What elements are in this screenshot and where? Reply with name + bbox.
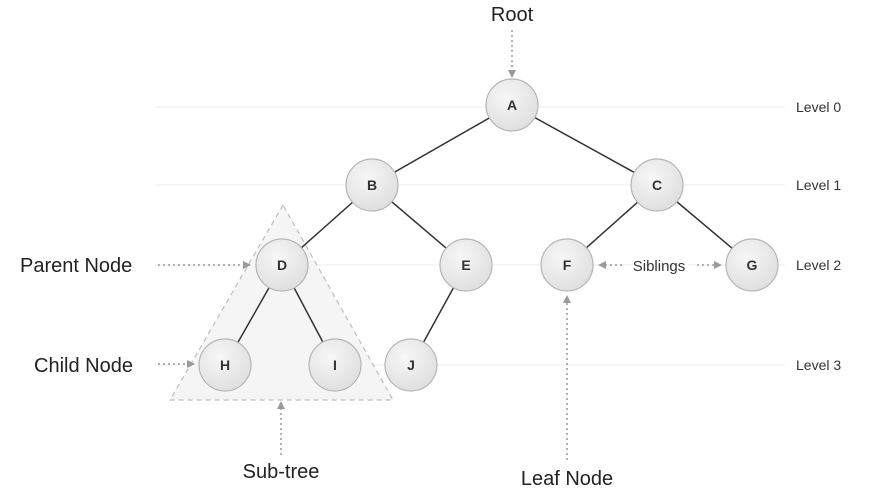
node-h: H xyxy=(198,338,252,392)
child-node-label: Child Node xyxy=(34,355,133,377)
node-i-label: I xyxy=(333,357,337,373)
edge-a-c xyxy=(511,104,658,186)
root-label: Root xyxy=(491,4,534,26)
node-b: B xyxy=(345,158,399,212)
siblings-label: Siblings xyxy=(633,258,686,275)
parent-node-label: Parent Node xyxy=(20,255,132,277)
node-b-label: B xyxy=(367,177,377,193)
level-0-label: Level 0 xyxy=(796,99,841,115)
node-j-label: J xyxy=(407,357,415,373)
node-d-label: D xyxy=(277,257,287,273)
node-d: D xyxy=(255,238,309,292)
node-c-label: C xyxy=(652,177,662,193)
node-g-label: G xyxy=(747,257,758,273)
callout-labels: Root Parent Node Child Node Sub-tree Lea… xyxy=(20,4,685,490)
node-f: F xyxy=(540,238,594,292)
callout-arrows xyxy=(158,30,722,460)
level-1-label: Level 1 xyxy=(796,177,841,193)
node-h-label: H xyxy=(220,357,230,373)
node-e: E xyxy=(439,238,493,292)
leaf-node-label: Leaf Node xyxy=(521,468,613,490)
node-c: C xyxy=(630,158,684,212)
node-e-label: E xyxy=(461,257,470,273)
node-a-label: A xyxy=(507,97,517,113)
node-i: I xyxy=(308,338,362,392)
node-g: G xyxy=(725,238,779,292)
node-a: A xyxy=(485,78,539,132)
sub-tree-label: Sub-tree xyxy=(243,461,320,483)
tree-nodes: A B C D E F G H xyxy=(198,78,779,392)
node-f-label: F xyxy=(563,257,572,273)
level-3-label: Level 3 xyxy=(796,357,841,373)
node-j: J xyxy=(384,338,438,392)
edge-a-b xyxy=(371,104,513,186)
level-2-label: Level 2 xyxy=(796,257,841,273)
level-labels: Level 0 Level 1 Level 2 Level 3 xyxy=(796,99,841,373)
